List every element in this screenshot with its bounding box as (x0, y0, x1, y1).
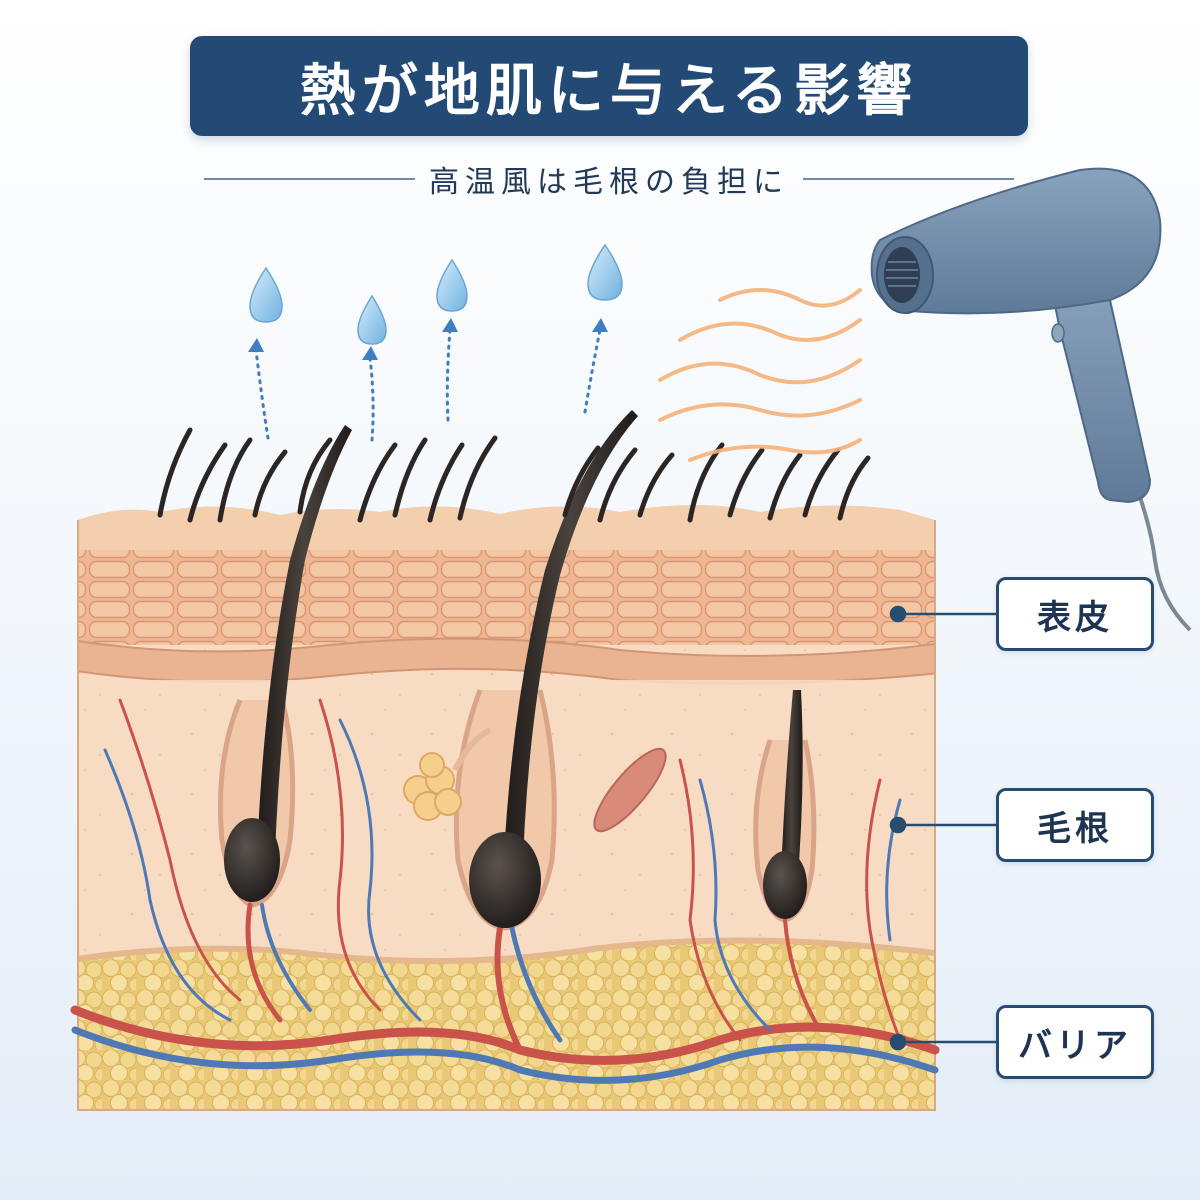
epidermis-layer (78, 550, 935, 685)
hair-dryer-icon (870, 167, 1192, 632)
arrow-head (592, 318, 608, 332)
page-title: 熱が地肌に与える影響 (299, 58, 919, 124)
subtitle-row: 高温風は毛根の負担に (190, 156, 1028, 202)
evaporation-arrow (254, 328, 602, 442)
water-drop-icon (587, 243, 623, 301)
label-barrier-text: バリア (1018, 1025, 1132, 1066)
label-epidermis-text: 表皮 (1037, 597, 1113, 638)
label-hair-root: 毛根 (996, 788, 1154, 862)
short-hairs (157, 427, 871, 523)
label-barrier: バリア (996, 1005, 1154, 1079)
subtitle-divider-right (803, 178, 1014, 180)
water-drop-icon (249, 266, 283, 323)
arrow-head (362, 346, 378, 360)
water-drop-icon (436, 258, 468, 312)
arrector-pili-muscle (593, 747, 667, 833)
subtitle: 高温風は毛根の負担に (429, 165, 789, 200)
label-hair-root-text: 毛根 (1037, 808, 1113, 849)
arrow-head (248, 338, 264, 352)
evaporation-indicators (248, 243, 623, 442)
blood-vessels (70, 698, 940, 1084)
title-banner: 熱が地肌に与える影響 (190, 36, 1028, 136)
water-drop-icon (357, 294, 387, 345)
hair-shafts (224, 410, 807, 928)
label-connectors (889, 605, 996, 1051)
arrow-head (442, 318, 458, 332)
sebaceous-gland (403, 727, 492, 821)
label-epidermis: 表皮 (996, 577, 1154, 651)
subtitle-divider-left (204, 178, 415, 180)
heat-wave-icon (658, 288, 862, 462)
